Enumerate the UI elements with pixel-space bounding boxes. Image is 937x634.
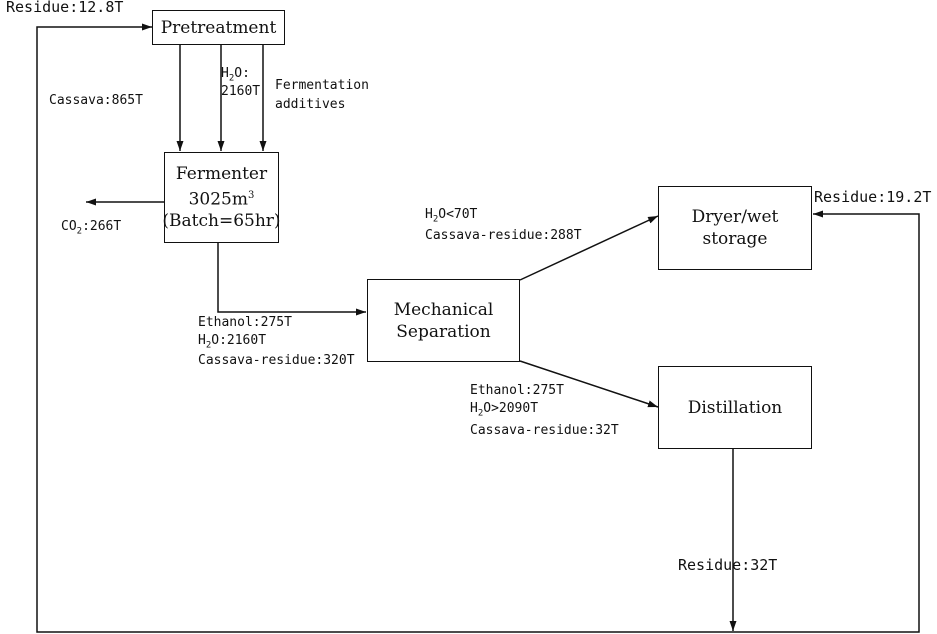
fermenter-volume: 3025m3: [188, 189, 255, 210]
to-dryer-water: H2O<70T: [425, 207, 478, 225]
dryer-label-line1: Dryer/wet: [691, 207, 779, 227]
fermenter-batch: (Batch=65hr): [162, 211, 281, 232]
additives-label-line1: Fermentation: [275, 78, 369, 93]
recycle-line-to-dryer: [733, 210, 920, 633]
dryer-label-line2: storage: [702, 229, 768, 249]
separation-label-line1: Mechanical: [393, 299, 494, 320]
fermenter-title: Fermenter: [175, 163, 268, 184]
mechanical-separation-box: Mechanical Separation: [367, 279, 520, 362]
fermenter-out-residue: Cassava-residue:320T: [198, 353, 355, 368]
separation-label-line2: Separation: [396, 321, 491, 342]
distillation-label: Distillation: [687, 397, 783, 418]
distillation-residue-label: Residue:32T: [678, 556, 778, 574]
water-input-label: H2O:: [221, 66, 250, 84]
residue-to-dryer-label: Residue:19.2T: [814, 188, 932, 206]
residue-to-pretreatment-label: Residue:12.8T: [6, 0, 124, 16]
recycle-line-to-pretreatment: [36, 23, 733, 633]
cassava-input-label: Cassava:865T: [49, 93, 143, 108]
pretreatment-box: Pretreatment: [152, 10, 285, 45]
additives-label-line2: additives: [275, 97, 346, 112]
co2-label: CO2:266T: [61, 219, 122, 237]
distillation-box: Distillation: [658, 366, 812, 449]
pretreatment-label: Pretreatment: [160, 17, 277, 38]
to-distillation-ethanol: Ethanol:275T: [470, 383, 564, 398]
separation-to-distillation-arrow: [519, 360, 659, 408]
to-distillation-residue: Cassava-residue:32T: [470, 423, 619, 438]
fermenter-to-separation-arrow: [217, 243, 366, 316]
to-distillation-water: H2O>2090T: [470, 401, 539, 419]
fermenter-out-ethanol: Ethanol:275T: [198, 315, 292, 330]
fermenter-out-water: H2O:2160T: [198, 333, 267, 351]
separation-to-dryer-arrow: [519, 215, 659, 281]
water-input-value: 2160T: [221, 84, 261, 99]
dryer-box: Dryer/wet storage: [658, 186, 812, 270]
fermenter-box: Fermenter 3025m3 (Batch=65hr): [162, 152, 281, 243]
to-dryer-residue: Cassava-residue:288T: [425, 228, 582, 243]
